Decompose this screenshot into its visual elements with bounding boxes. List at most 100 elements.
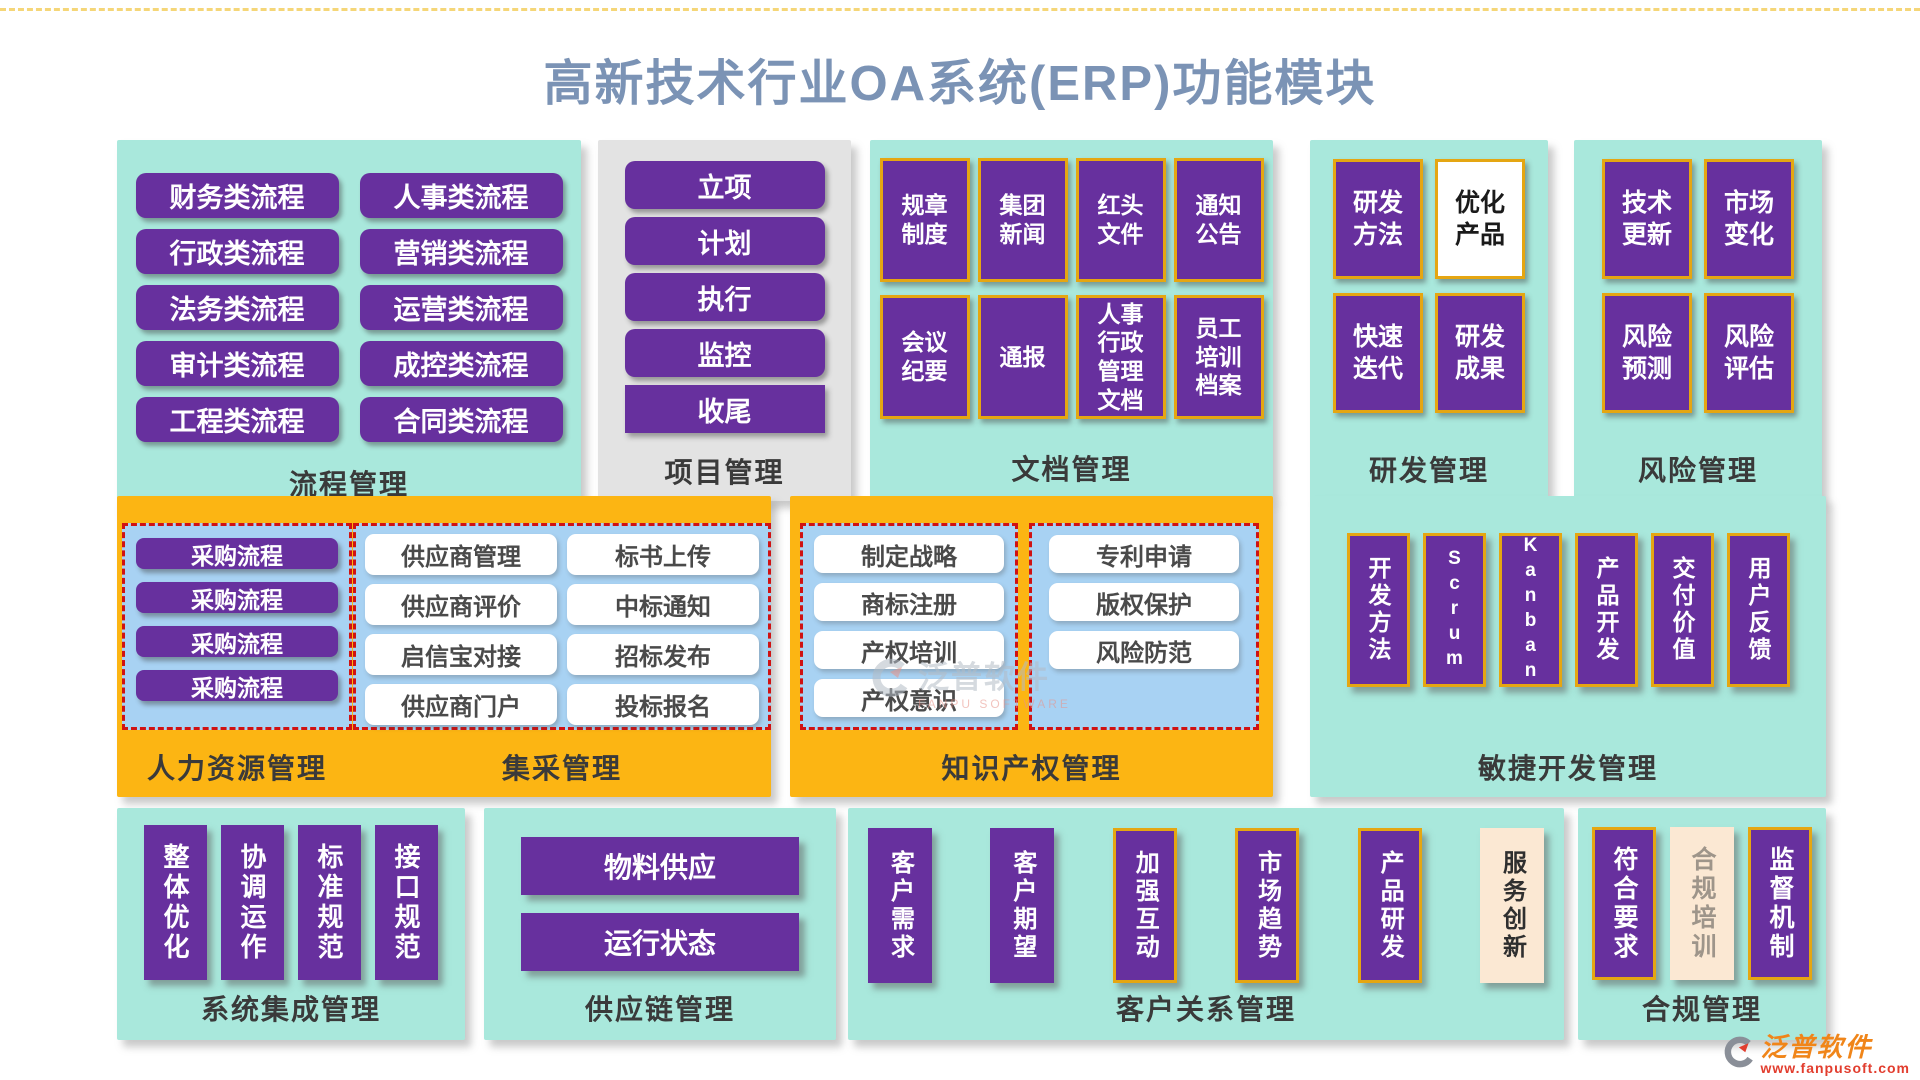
panel-integration-management: 整体优化 协调运作 标准规范 接口规范 系统集成管理 (117, 808, 465, 1040)
panel-compliance-management: 符合要求 合规培训 监督机制 合规管理 (1578, 808, 1826, 1040)
risk-block: 风险预测 (1602, 293, 1692, 413)
document-block: 集团新闻 (977, 158, 1068, 282)
panel-agile-management: 开发方法 Scrum Kanban 产品开发 交付价值 用户反馈 敏捷开发管理 (1310, 496, 1826, 797)
purchase-block: 启信宝对接 (365, 634, 557, 675)
panel-hr-and-purchase: 采购流程 采购流程 采购流程 采购流程 供应商管理 标书上传 供应商评价 中标通… (117, 496, 771, 797)
ip-block: 制定战略 (814, 535, 1004, 573)
purchase-block: 投标报名 (567, 684, 759, 725)
central-purchase-container: 供应商管理 标书上传 供应商评价 中标通知 启信宝对接 招标发布 供应商门户 投… (353, 523, 771, 730)
compliance-block: 符合要求 (1592, 827, 1656, 980)
document-block: 员工培训档案 (1173, 295, 1264, 419)
agile-block: 交付价值 (1650, 533, 1714, 687)
process-block: 营销类流程 (359, 229, 563, 274)
process-block: 法务类流程 (135, 285, 339, 330)
hr-block: 采购流程 (136, 626, 338, 657)
document-block: 红头文件 (1075, 158, 1166, 282)
panel-project-management: 立项 计划 执行 监控 收尾 项目管理 (598, 140, 851, 501)
ip-block: 商标注册 (814, 583, 1004, 621)
panel-label: 文档管理 (1011, 454, 1132, 485)
panel-label: 知识产权管理 (941, 753, 1122, 784)
rnd-block: 研发方法 (1333, 159, 1423, 279)
supply-block: 运行状态 (521, 913, 799, 971)
document-block: 人事行政管理文档 (1075, 295, 1166, 419)
hr-block: 采购流程 (136, 538, 338, 569)
panel-label: 客户关系管理 (1115, 994, 1296, 1025)
panel-label: 流程管理 (288, 469, 409, 500)
hr-block: 采购流程 (136, 582, 338, 613)
rnd-block-highlight: 优化产品 (1435, 159, 1525, 279)
fanpu-logo-icon (1721, 1036, 1755, 1075)
panel-risk-management: 技术更新 市场变化 风险预测 风险评估 风险管理 (1574, 140, 1822, 499)
footer-brand-area: 泛普软件 www.fanpusoft.com (1721, 1032, 1910, 1077)
supply-block: 物料供应 (521, 837, 799, 895)
panel-label: 集采管理 (501, 753, 622, 784)
panel-document-management: 规章制度 集团新闻 红头文件 通知公告 会议纪要 通报 人事行政管理文档 员工培… (870, 140, 1273, 498)
project-block: 收尾 (624, 385, 825, 433)
agile-block: 开发方法 (1346, 533, 1410, 687)
page-title: 高新技术行业OA系统(ERP)功能模块 (543, 57, 1377, 111)
footer-brand: 泛普软件 (1760, 1032, 1873, 1063)
panel-label: 项目管理 (664, 457, 785, 488)
document-block: 通报 (977, 295, 1068, 419)
agile-block: 用户反馈 (1726, 533, 1790, 687)
panel-crm-management: 客户需求 客户期望 加强互动 市场趋势 产品研发 服务创新 客户关系管理 (848, 808, 1564, 1040)
document-block: 通知公告 (1173, 158, 1264, 282)
crm-block: 加强互动 (1112, 828, 1177, 983)
top-dashed-line (0, 8, 1920, 11)
panel-ip-management: 制定战略 商标注册 产权培训 产权意识 专利申请 版权保护 风险防范 知识产权管… (790, 496, 1273, 797)
ip-right-container: 专利申请 版权保护 风险防范 (1029, 523, 1259, 730)
ip-block: 风险防范 (1049, 631, 1239, 669)
process-block: 行政类流程 (135, 229, 339, 274)
risk-block: 技术更新 (1602, 159, 1692, 279)
ip-left-container: 制定战略 商标注册 产权培训 产权意识 (800, 523, 1018, 730)
integration-block: 接口规范 (375, 825, 438, 980)
process-block: 运营类流程 (359, 285, 563, 330)
panel-label: 风险管理 (1637, 455, 1758, 486)
risk-block: 市场变化 (1704, 159, 1794, 279)
panel-label: 敏捷开发管理 (1477, 753, 1658, 784)
project-block: 计划 (624, 217, 825, 265)
ip-block: 专利申请 (1049, 535, 1239, 573)
panel-supply-chain-management: 物料供应 运行状态 供应链管理 (484, 808, 836, 1040)
process-block: 成控类流程 (359, 341, 563, 386)
hr-container: 采购流程 采购流程 采购流程 采购流程 (122, 523, 352, 730)
panel-rnd-management: 研发方法 优化产品 快速迭代 研发成果 研发管理 (1310, 140, 1548, 499)
ip-block: 版权保护 (1049, 583, 1239, 621)
project-block: 执行 (624, 273, 825, 321)
agile-block: 产品开发 (1574, 533, 1638, 687)
purchase-block: 中标通知 (567, 584, 759, 625)
project-block: 立项 (624, 161, 825, 209)
panel-label: 合规管理 (1641, 994, 1762, 1025)
agile-block: Kanban (1498, 533, 1562, 687)
document-block: 规章制度 (879, 158, 970, 282)
process-block: 人事类流程 (359, 173, 563, 218)
crm-block-highlight: 服务创新 (1479, 828, 1544, 983)
crm-block: 产品研发 (1357, 828, 1422, 983)
footer-url: www.fanpusoft.com (1760, 1060, 1910, 1077)
integration-block: 标准规范 (298, 825, 361, 980)
process-block: 工程类流程 (135, 397, 339, 442)
rnd-block: 研发成果 (1435, 293, 1525, 413)
panel-label: 研发管理 (1368, 455, 1489, 486)
integration-block: 协调运作 (221, 825, 284, 980)
compliance-block: 监督机制 (1748, 827, 1812, 980)
risk-block: 风险评估 (1704, 293, 1794, 413)
panel-label: 人力资源管理 (146, 753, 327, 784)
ip-block: 产权意识 (814, 679, 1004, 717)
process-block: 合同类流程 (359, 397, 563, 442)
panel-process-management: 财务类流程 人事类流程 行政类流程 营销类流程 法务类流程 运营类流程 审计类流… (117, 140, 581, 513)
crm-block: 客户需求 (868, 828, 932, 983)
crm-block: 市场趋势 (1235, 828, 1300, 983)
project-block: 监控 (624, 329, 825, 377)
ip-block: 产权培训 (814, 631, 1004, 669)
purchase-block: 供应商门户 (365, 684, 557, 725)
panel-label: 供应链管理 (584, 994, 735, 1025)
process-block: 审计类流程 (135, 341, 339, 386)
process-block: 财务类流程 (135, 173, 339, 218)
rnd-block: 快速迭代 (1333, 293, 1423, 413)
compliance-block-highlight: 合规培训 (1670, 827, 1734, 980)
integration-block: 整体优化 (144, 825, 207, 980)
purchase-block: 供应商管理 (365, 534, 557, 575)
agile-block: Scrum (1422, 533, 1486, 687)
purchase-block: 标书上传 (567, 534, 759, 575)
